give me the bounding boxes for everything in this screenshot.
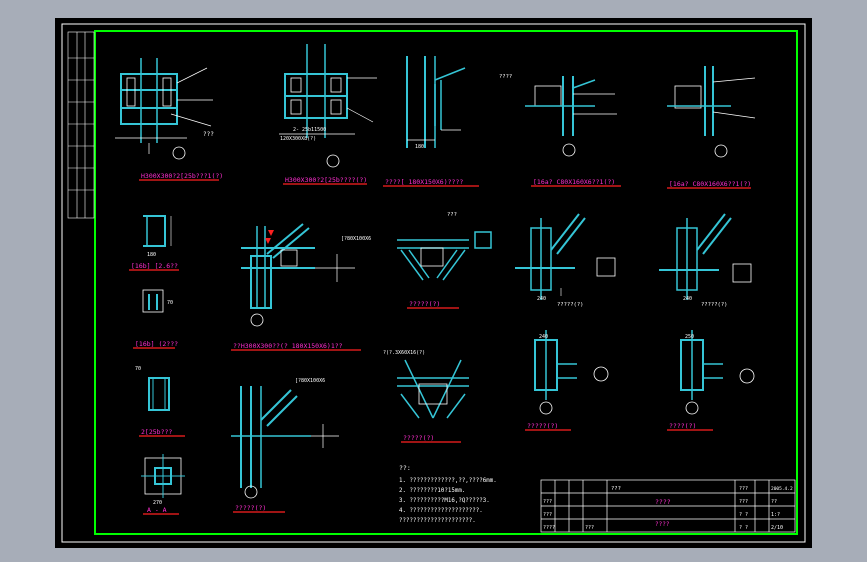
detail-12-dim: 70	[135, 366, 141, 372]
detail-7-caption: ??H300X300??(? 180X150X6)1??	[233, 342, 343, 350]
note-line-3: 3. ??????????M16,?Q?????3.	[399, 498, 490, 504]
detail-13-caption: ?????(?)	[235, 504, 266, 512]
detail-12-double-channel: 70 2[25b???	[135, 366, 185, 437]
tb-cell-far-right-3: 1:?	[771, 512, 780, 518]
detail-11-double-channel: 70 [16b] (2???	[133, 289, 178, 349]
title-block	[540, 479, 796, 533]
tb-cell-right-1: ???	[739, 486, 748, 492]
tb-drawing-name: ????	[655, 498, 671, 506]
detail-9-knee-brace: 240 ?????(?)	[515, 213, 616, 308]
detail-17-caption: A - A	[147, 506, 167, 514]
detail-11-caption: [16b] (2???	[135, 340, 178, 348]
detail-3-column-elevation: 180 ????[ 180X150X6)????	[383, 56, 479, 187]
cad-drawing: ??? H300X300?2[25b???1(?) 2- 25b11500 12…	[61, 23, 806, 543]
detail-2-column-base: 2- 25b11500 120X300X8(?) H300X300?2[25b?…	[279, 44, 377, 185]
detail-7-brace-connection: [?80X100X6 ??H300X300??(? 180X150X6)1??	[231, 223, 371, 351]
detail-17-section-a-a: 270 A - A	[141, 454, 185, 515]
detail-1-note: ???	[203, 131, 214, 138]
detail-6-caption: [16b] [2.6??	[131, 262, 178, 270]
detail-10-knee-brace: 240 ?????(?)	[659, 213, 752, 308]
detail-16-caption: ????(?)	[669, 422, 696, 430]
detail-5-channel-connection: [16a? C80X160X6??1(?)	[667, 66, 756, 189]
detail-3-label: 180	[415, 144, 424, 150]
detail-16-column-joint: 250 ????(?)	[667, 330, 755, 431]
detail-6-dim: 180	[147, 252, 156, 258]
detail-16-dim: 250	[685, 334, 694, 340]
tb-drawing-title: ????	[655, 521, 670, 528]
detail-15-column-joint: 240 ?????(?)	[525, 330, 609, 431]
detail-2-label-b: 120X300X8(?)	[280, 136, 316, 142]
detail-4-caption: [16a? C80X160X6??1(?)	[533, 178, 615, 186]
tb-sign-row-3: ????	[543, 525, 555, 531]
detail-2-label-a: 2- 25b11500	[293, 127, 326, 133]
drawing-border	[94, 30, 798, 535]
detail-15-dim: 240	[539, 334, 548, 340]
tb-sign-row-1: ???	[543, 499, 552, 505]
detail-11-dim: 70	[167, 300, 173, 306]
detail-12-caption: 2[25b???	[141, 428, 172, 436]
detail-17-dim: 270	[153, 500, 162, 506]
tb-cell-right-2: ???	[739, 499, 748, 505]
detail-8-label: ???	[447, 212, 457, 218]
detail-7-label: [?80X100X6	[341, 236, 371, 242]
detail-14-label: ?(?.3X60X16(?)	[383, 350, 425, 356]
title-block-text: ??? ???? ???? ??? ??? ???? ??? ??? ??? ?…	[543, 486, 793, 531]
detail-10-dim: 240	[683, 296, 692, 302]
detail-8-caption: ?????(?)	[409, 300, 440, 308]
detail-1-column-base: ??? H300X300?2[25b???1(?)	[115, 58, 223, 181]
detail-9-dim: 240	[537, 296, 546, 302]
detail-13-bracing-elevation: [?80X100X6 ?????(?)	[231, 378, 339, 513]
detail-15-caption: ?????(?)	[527, 422, 558, 430]
tb-cell-far-right-1: 2005.4.2	[771, 486, 793, 492]
detail-6-channel-section: 180 [16b] [2.6??	[129, 215, 179, 271]
detail-9-caption: ?????(?)	[557, 302, 584, 308]
detail-3-caption: ????[ 180X150X6)????	[385, 178, 463, 186]
tb-cell-right-4: ? ?	[739, 525, 748, 531]
tb-cell-far-right-2: ??	[771, 499, 777, 505]
detail-5-caption: [16a? C80X160X6??1(?)	[669, 180, 751, 188]
tb-cell-right-3: ? ?	[739, 512, 748, 518]
note-line-2: 2. ????????10?15mm.	[399, 488, 465, 494]
drawing-sheet: ??? H300X300?2[25b???1(?) 2- 25b11500 12…	[55, 18, 812, 548]
notes-heading: ??:	[399, 464, 411, 472]
note-line-5: ?????????????????????.	[399, 518, 476, 524]
outer-frame	[61, 23, 806, 543]
detail-4-channel-connection: ???? [16a? C80X160X6??1(?)	[499, 74, 621, 187]
note-line-4: 4. ????????????????????.	[399, 508, 483, 514]
detail-14-caption: ?????(?)	[403, 434, 434, 442]
tb-project: ???	[611, 486, 621, 492]
detail-10-caption: ?????(?)	[701, 302, 728, 308]
detail-8-gusset-joint: ??? ?????(?)	[397, 212, 492, 309]
detail-14-gusset-joint: ?(?.3X60X16(?) ?????(?)	[383, 350, 469, 443]
tb-sign-row-4: ???	[585, 525, 594, 531]
detail-2-caption: H300X300?2[25b????(?)	[285, 176, 367, 184]
tb-cell-far-right-4: 2/10	[771, 525, 783, 531]
tb-sign-row-2: ???	[543, 512, 552, 518]
detail-4-label: ????	[499, 74, 512, 80]
binding-strip	[67, 31, 95, 219]
detail-1-caption: H300X300?2[25b???1(?)	[141, 172, 223, 180]
note-line-1: 1. ?????????????,??,????6mm.	[399, 478, 497, 484]
general-notes: ??: 1. ?????????????,??,????6mm. 2. ????…	[399, 464, 497, 524]
detail-13-label: [?80X100X6	[295, 378, 325, 384]
